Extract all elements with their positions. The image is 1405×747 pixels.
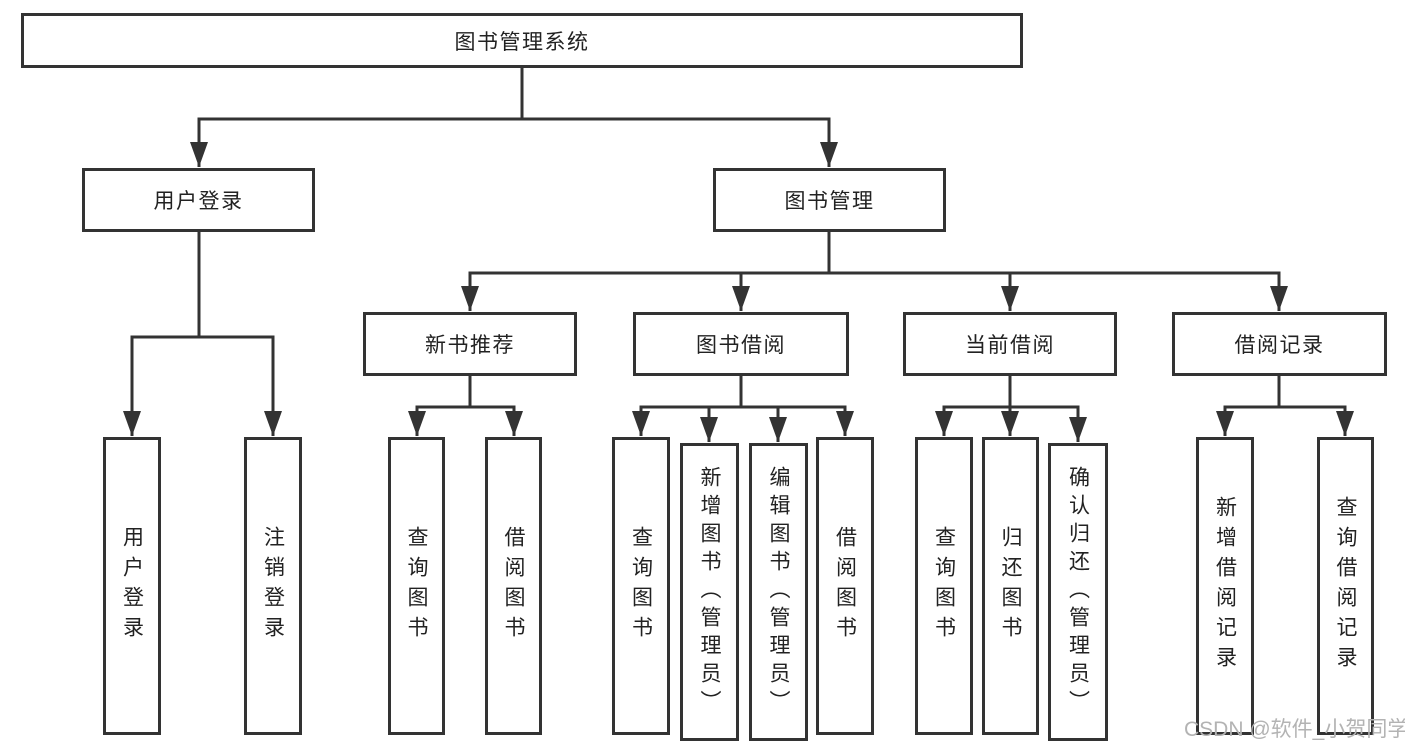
- node-label: 图书借阅: [696, 334, 786, 357]
- node-label: 借阅记录: [1234, 334, 1325, 357]
- node-book-management: 图书管理: [713, 168, 946, 232]
- leaf-recommend-borrow-book: 借阅图书: [485, 437, 542, 735]
- leaf-borrowing-query-book: 查询图书: [612, 437, 670, 735]
- leaf-logout: 注销登录: [244, 437, 302, 735]
- node-label: 用户登录: [153, 190, 244, 213]
- node-label: 注销登录: [261, 526, 285, 646]
- node-label: 图书管理: [784, 190, 875, 213]
- node-book-borrowing: 图书借阅: [633, 312, 849, 376]
- node-label: 新增图书（管理员）: [698, 466, 721, 718]
- node-label: 当前借阅: [965, 334, 1055, 357]
- node-borrowing-records: 借阅记录: [1172, 312, 1387, 376]
- node-user-login: 用户登录: [82, 168, 315, 232]
- node-label: 归还图书: [999, 526, 1022, 646]
- leaf-add-book-admin: 新增图书（管理员）: [680, 443, 739, 741]
- leaf-user-login: 用户登录: [103, 437, 161, 735]
- node-label: 图书管理系统: [454, 30, 590, 54]
- leaf-edit-book-admin: 编辑图书（管理员）: [749, 443, 808, 741]
- leaf-recommend-query-book: 查询图书: [388, 437, 445, 735]
- leaf-add-borrow-record: 新增借阅记录: [1196, 437, 1254, 735]
- node-label: 查询图书: [629, 526, 653, 646]
- watermark: CSDN @软件_小贺同学: [1184, 718, 1405, 741]
- leaf-confirm-return-admin: 确认归还（管理员）: [1048, 443, 1108, 741]
- node-label: 借阅图书: [833, 526, 857, 646]
- node-new-book-recommendation: 新书推荐: [363, 312, 577, 376]
- node-label: 确认归还（管理员）: [1066, 466, 1090, 718]
- node-current-borrowing: 当前借阅: [903, 312, 1117, 376]
- node-label: 查询图书: [932, 526, 956, 646]
- root-node-library-system: 图书管理系统: [21, 13, 1023, 68]
- node-label: 新书推荐: [425, 334, 515, 357]
- leaf-borrowing-borrow-book: 借阅图书: [816, 437, 874, 735]
- node-label: 用户登录: [120, 526, 144, 646]
- leaf-current-query-book: 查询图书: [915, 437, 973, 735]
- node-label: 新增借阅记录: [1213, 496, 1237, 676]
- node-label: 查询借阅记录: [1334, 496, 1357, 676]
- leaf-return-book: 归还图书: [982, 437, 1039, 735]
- node-label: 查询图书: [405, 526, 428, 646]
- leaf-query-borrow-record: 查询借阅记录: [1317, 437, 1374, 735]
- node-label: 借阅图书: [502, 526, 525, 646]
- node-label: 编辑图书（管理员）: [767, 466, 790, 718]
